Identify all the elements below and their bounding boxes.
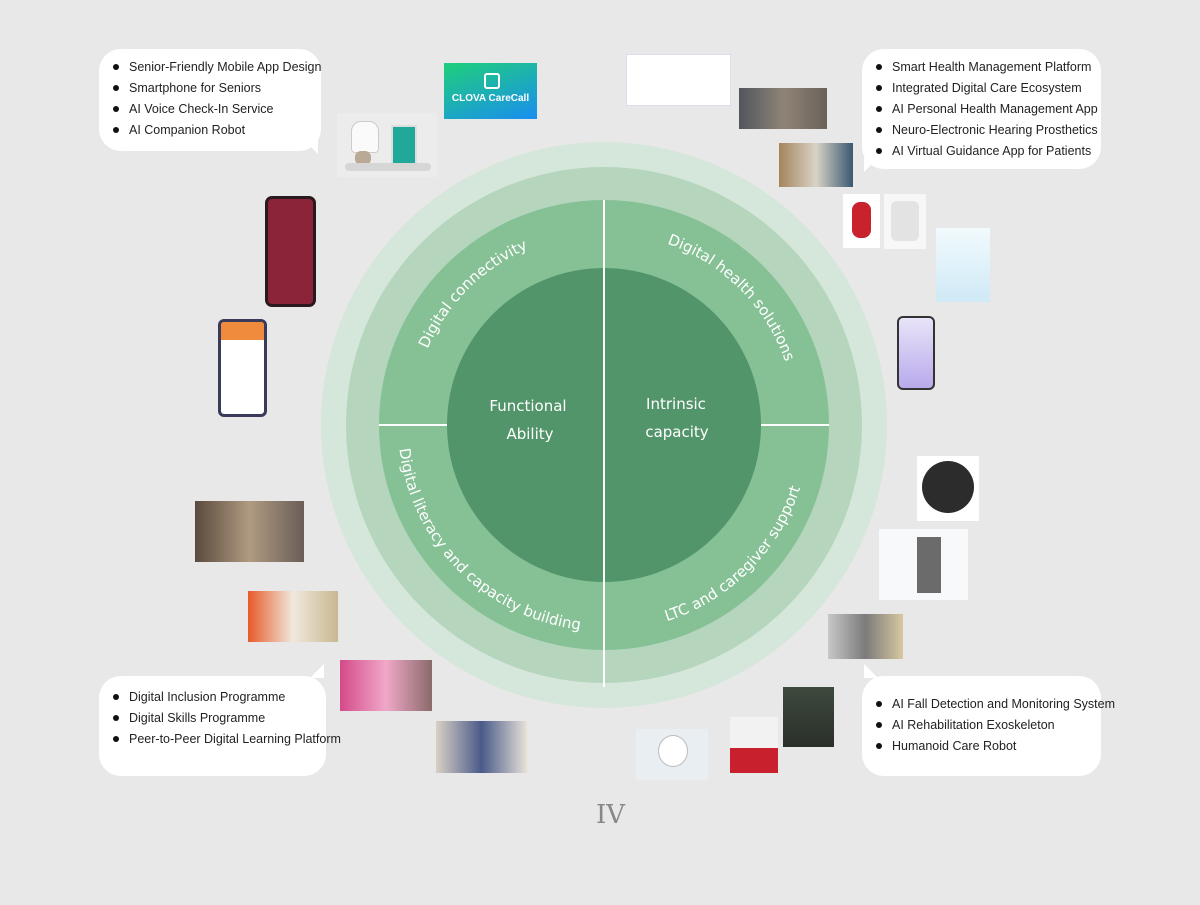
bubble-digital-health: Smart Health Management Platform Integra… [862, 49, 1101, 169]
center-label-capacity: capacity [645, 423, 708, 441]
list-item: Neuro-Electronic Hearing Prosthetics [876, 120, 1098, 141]
health-platform-diagram-image [626, 54, 731, 106]
peer-learning-photo [436, 721, 527, 773]
exoskeleton-lab-image [828, 614, 903, 659]
house-icon [484, 73, 500, 89]
list-item: Smart Health Management Platform [876, 57, 1091, 78]
list-item: AI Virtual Guidance App for Patients [876, 141, 1091, 162]
list-item: AI Personal Health Management App [876, 99, 1098, 120]
bubble-digital-connectivity: Senior-Friendly Mobile App Design Smartp… [99, 49, 321, 151]
humanoid-robot-image [730, 717, 778, 773]
bubble-tail [864, 664, 878, 678]
bubble-ltc-support: AI Fall Detection and Monitoring System … [862, 676, 1115, 776]
care-room-photo [779, 143, 853, 187]
bubble-tail [304, 140, 318, 154]
senior-smartphone-image [265, 196, 316, 307]
list-item: Smartphone for Seniors [113, 78, 307, 99]
sensor-device-image [884, 194, 926, 249]
list-item: Peer-to-Peer Digital Learning Platform [113, 729, 341, 750]
center-label-intrinsic: Intrinsic [646, 395, 706, 413]
list-item: AI Rehabilitation Exoskeleton [876, 715, 1087, 736]
group-exercise-photo [340, 660, 432, 711]
care-rooms-image [739, 88, 827, 129]
exoskeleton-walking-image [783, 687, 834, 747]
senior-app-phone-image [218, 319, 267, 417]
list-item: Digital Skills Programme [113, 708, 312, 729]
virtual-guidance-phone-image [897, 316, 935, 390]
fall-detection-device-image [917, 456, 979, 521]
health-app-screenshot [936, 228, 990, 302]
bubble-digital-literacy: Digital Inclusion Programme Digital Skil… [99, 676, 341, 776]
list-item: Senior-Friendly Mobile App Design [113, 57, 321, 78]
list-item: Digital Inclusion Programme [113, 687, 312, 708]
clova-carecall-logo: CLOVA CareCall [444, 63, 537, 119]
clova-logo-text: CLOVA CareCall [451, 93, 530, 104]
digital-class-photo [195, 501, 304, 562]
list-item: Integrated Digital Care Ecosystem [876, 78, 1087, 99]
hearing-device-image [843, 194, 880, 248]
bubble-tail [864, 158, 878, 172]
list-item: Humanoid Care Robot [876, 736, 1087, 757]
programme-launch-photo [248, 591, 338, 642]
center-label-functional: Functional [489, 397, 566, 415]
bubble-tail [310, 664, 324, 678]
list-item: AI Fall Detection and Monitoring System [876, 694, 1115, 715]
list-item: AI Voice Check-In Service [113, 99, 307, 120]
center-label-ability: Ability [506, 425, 553, 443]
rehabilitation-robot-image [879, 529, 968, 600]
page-number: IV [596, 800, 626, 830]
monitoring-camera-image [636, 729, 708, 780]
companion-robot-image [337, 113, 437, 177]
list-item: AI Companion Robot [113, 120, 307, 141]
